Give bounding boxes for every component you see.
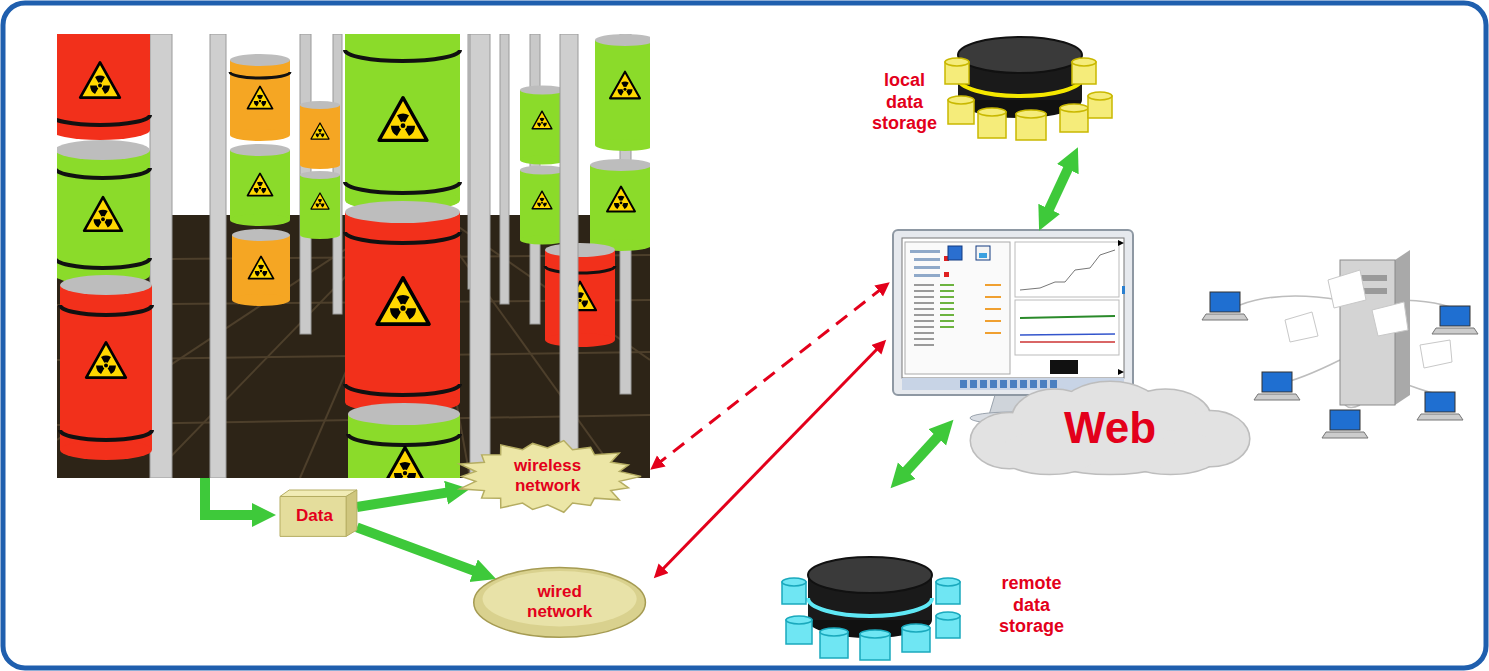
storage-link <box>1045 160 1072 218</box>
frame <box>3 3 1486 668</box>
wireless-burst: wireless network <box>454 440 641 513</box>
storage-label: remote data storage <box>995 571 1068 640</box>
wired-ellipse: wired network <box>472 566 647 639</box>
database-icon <box>782 557 960 660</box>
node-label: Web <box>1064 402 1156 455</box>
node-label: Data <box>296 506 333 526</box>
waste-storage-picture <box>57 34 650 478</box>
node-label: wired network <box>527 582 592 623</box>
web-cloud: Web <box>969 382 1251 475</box>
node-label: remote data storage <box>999 573 1064 638</box>
flow-arrow <box>357 491 456 507</box>
flow-arrow <box>205 478 262 515</box>
wired-link <box>658 344 882 574</box>
flow-arrow <box>357 527 483 574</box>
storage-label: local data storage <box>868 68 941 137</box>
network-computers <box>1202 250 1478 438</box>
data-box: Data <box>280 490 357 536</box>
storage-link <box>900 430 944 478</box>
node-label: local data storage <box>872 70 937 135</box>
node-label: wireless network <box>514 456 581 497</box>
database-icon <box>945 37 1112 140</box>
